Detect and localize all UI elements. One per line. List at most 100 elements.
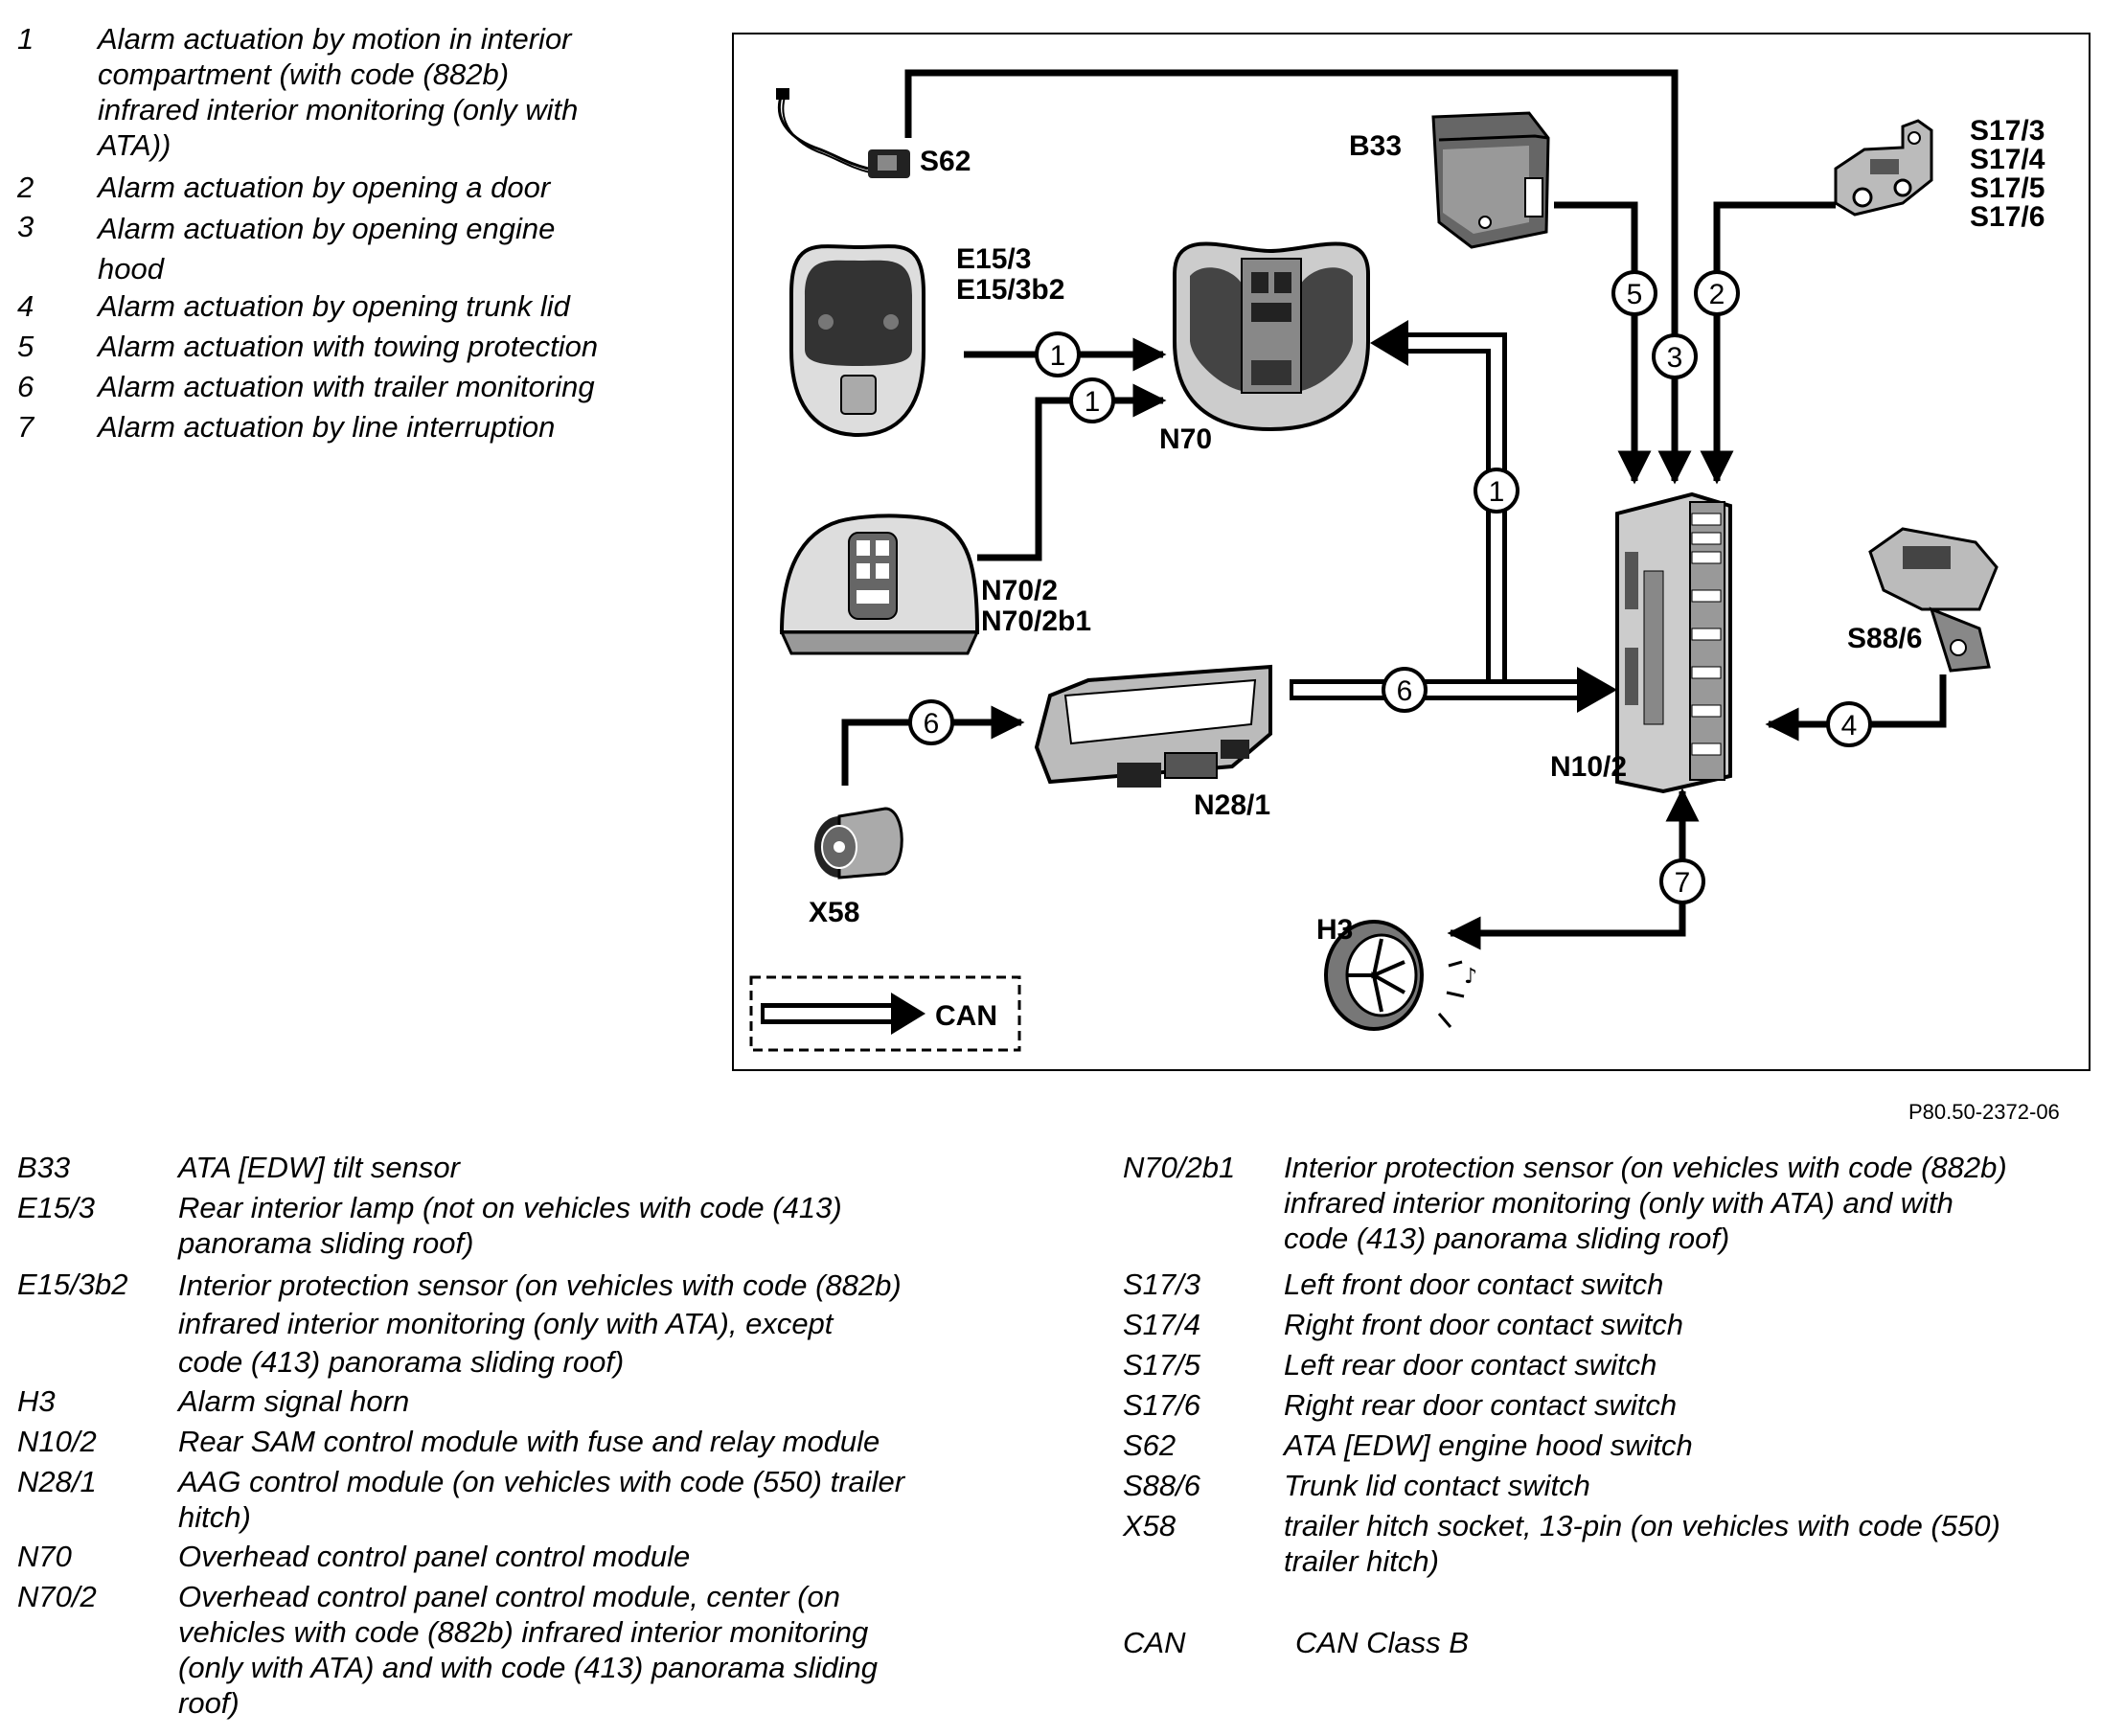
legend-desc-line: Trunk lid contact switch (1284, 1469, 1590, 1502)
legend-desc-line: Right front door contact switch (1284, 1308, 1683, 1341)
legend-code: S17/4 (1123, 1308, 1201, 1341)
legend-code: X58 (1123, 1509, 1177, 1542)
legend-desc-line: infrared interior monitoring (only with … (1284, 1186, 1953, 1220)
svg-text:3: 3 (1667, 342, 1683, 374)
legend-desc-line: trailer hitch) (1284, 1544, 1439, 1578)
can-arrow-to-n10 (1577, 667, 1617, 713)
actuation-number: 6 (17, 370, 34, 403)
legend-desc-line: (only with ATA) and with code (413) pano… (178, 1651, 878, 1684)
legend-code: S88/6 (1123, 1469, 1201, 1502)
label-s17-5: S17/5 (1970, 172, 2045, 204)
legend-desc-line: ATA [EDW] tilt sensor (178, 1151, 460, 1184)
wire-5 (1554, 201, 1652, 485)
rear-interior-lamp-e15-3-icon (789, 244, 925, 438)
actuation-text-line: Alarm actuation with trailer monitoring (98, 370, 595, 403)
legend-code: E15/3b2 (17, 1268, 128, 1301)
label-s17-3: S17/3 (1970, 115, 2045, 147)
signal-circle-4: 4 (1826, 701, 1872, 747)
legend-code: S17/5 (1123, 1348, 1201, 1382)
signal-circle-6b: 6 (1382, 667, 1428, 713)
actuation-text-line: Alarm actuation by opening a door (98, 171, 551, 204)
legend-code: S17/3 (1123, 1268, 1201, 1301)
signal-circle-1b: 1 (1069, 377, 1115, 423)
actuation-text-line: Alarm actuation by line interruption (98, 410, 556, 444)
legend-desc-line: Interior protection sensor (on vehicles … (1284, 1151, 2007, 1184)
svg-text:2: 2 (1709, 279, 1725, 310)
can-arrow-to-n70 (1370, 320, 1408, 366)
actuation-number: 7 (17, 410, 34, 444)
actuation-text-line: Alarm actuation with towing protection (98, 330, 599, 363)
legend-desc-line: hitch) (178, 1500, 251, 1534)
actuation-number: 2 (17, 171, 34, 204)
actuation-text-line: ATA)) (98, 128, 171, 162)
can-branch (1403, 332, 1507, 684)
legend-desc-line: Overhead control panel control module, c… (178, 1580, 841, 1613)
label-x58: X58 (809, 897, 859, 928)
signal-circle-6a: 6 (908, 699, 954, 745)
legend-desc-line: Rear SAM control module with fuse and re… (178, 1425, 880, 1458)
svg-text:6: 6 (924, 708, 940, 740)
alarm-wiring-diagram: 1 1 1 5 3 2 6 6 4 7 S62 B33 S17/3 S17/4 … (732, 33, 2091, 1071)
actuation-number: 1 (17, 22, 34, 56)
legend-code: N70/2 (17, 1580, 97, 1613)
rear-sam-n10-2-icon (1615, 491, 1732, 794)
signal-circle-3: 3 (1652, 333, 1698, 379)
legend-code: B33 (17, 1151, 71, 1184)
actuation-text-line: Alarm actuation by motion in interior (98, 22, 572, 56)
label-n70: N70 (1159, 423, 1212, 455)
legend-code: N70 (17, 1540, 72, 1573)
actuation-text-line: Alarm actuation by opening engine (98, 212, 556, 245)
legend-desc-line: AAG control module (on vehicles with cod… (178, 1465, 905, 1498)
legend-desc-line: vehicles with code (882b) infrared inter… (178, 1615, 869, 1649)
trunk-lid-switch-s88-6-icon (1868, 527, 1999, 673)
wire-6a (841, 705, 1025, 786)
wire-7 (1447, 788, 1700, 950)
legend-code: N70/2b1 (1123, 1151, 1236, 1184)
signal-circle-7: 7 (1659, 858, 1705, 904)
legend-desc-line: Rear interior lamp (not on vehicles with… (178, 1191, 842, 1224)
can-branch-inner (1408, 337, 1502, 684)
actuation-text-line: hood (98, 252, 164, 286)
label-s17-4: S17/4 (1970, 144, 2045, 175)
overhead-control-panel-n70-icon (1173, 241, 1370, 432)
signal-circle-2: 2 (1694, 270, 1740, 316)
label-n70-2b1: N70/2b1 (981, 605, 1091, 637)
legend-desc-line: roof) (178, 1686, 240, 1720)
svg-text:7: 7 (1675, 867, 1691, 899)
svg-text:6: 6 (1397, 675, 1413, 707)
legend-code: H3 (17, 1384, 56, 1418)
legend-code: N28/1 (17, 1465, 97, 1498)
label-h3: H3 (1316, 914, 1353, 946)
svg-text:1: 1 (1085, 386, 1101, 418)
legend-code: S62 (1123, 1428, 1177, 1462)
tilt-sensor-b33-icon (1431, 111, 1550, 249)
actuation-text-line: compartment (with code (882b) (98, 57, 510, 91)
legend-desc-line: Overhead control panel control module (178, 1540, 691, 1573)
legend-desc-line: Interior protection sensor (on vehicles … (178, 1268, 902, 1302)
hood-switch-s62-icon (776, 88, 910, 178)
trailer-socket-x58-icon (814, 807, 903, 879)
signal-circle-1c: 1 (1474, 468, 1519, 514)
door-contact-switch-icon (1834, 119, 1933, 217)
can-legend-box: CAN (749, 975, 1021, 1052)
legend-desc-line: CAN Class B (1295, 1626, 1469, 1659)
legend-desc-line: trailer hitch socket, 13-pin (on vehicle… (1284, 1509, 2000, 1542)
figure-reference: P80.50-2372-06 (1908, 1100, 2060, 1124)
label-n28-1: N28/1 (1194, 789, 1270, 821)
label-n70-2: N70/2 (981, 575, 1058, 606)
legend-desc-line: panorama sliding roof) (178, 1226, 474, 1260)
wire-3 (904, 69, 1692, 485)
actuation-text-line: Alarm actuation by opening trunk lid (98, 289, 570, 323)
svg-text:♪: ♪ (1464, 965, 1477, 989)
label-b33: B33 (1349, 130, 1402, 162)
signal-circle-5: 5 (1611, 270, 1657, 316)
legend-code: N10/2 (17, 1425, 97, 1458)
legend-desc-line: Left rear door contact switch (1284, 1348, 1657, 1382)
svg-text:1: 1 (1050, 340, 1066, 372)
alarm-horn-h3-icon: ♪ (1324, 920, 1477, 1031)
legend-code: E15/3 (17, 1191, 96, 1224)
legend-desc-line: infrared interior monitoring (only with … (178, 1307, 834, 1340)
actuation-number: 3 (17, 210, 34, 243)
wire-2 (1700, 201, 1836, 485)
svg-text:5: 5 (1627, 279, 1643, 310)
